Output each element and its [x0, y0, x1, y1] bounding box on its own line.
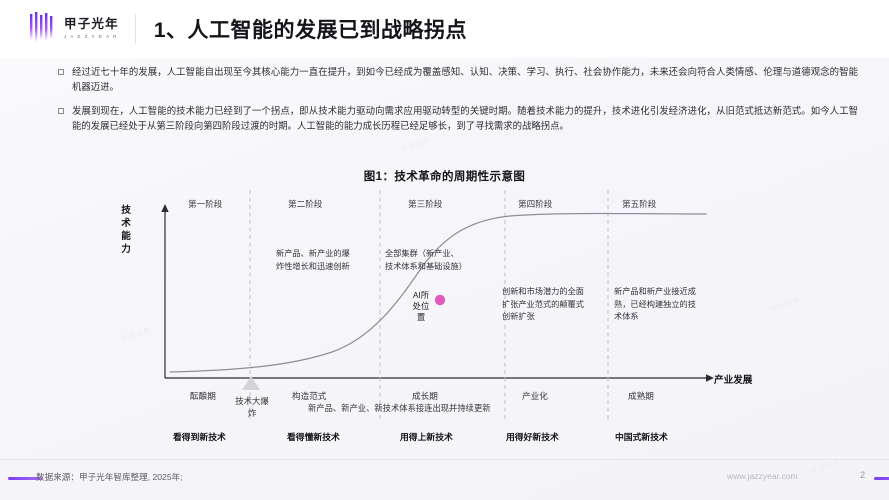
bullet-list: 经过近七十年的发展，人工智能自出现至今其核心能力一直在提升，到如今已经成为覆盖感… — [58, 64, 858, 142]
brand-logo: 甲子光年 J A Z Z Y E A R — [28, 12, 119, 46]
capability-label-2: 看得懂新技术 — [287, 432, 340, 442]
slide-header: 甲子光年 J A Z Z Y E A R 1、人工智能的发展已到战略拐点 — [0, 0, 889, 58]
phase-name-3: 成长期 — [412, 391, 438, 401]
x-axis-label: 产业发展 — [714, 375, 753, 386]
capability-label-3: 用得上新技术 — [400, 432, 453, 442]
capability-label-1: 看得到新技术 — [173, 432, 226, 442]
continuous-update-note: 新产品、新产业、新技术体系接连出现并持续更新 — [308, 403, 491, 413]
square-bullet-icon — [58, 108, 64, 114]
bullet-text: 经过近七十年的发展，人工智能自出现至今其核心能力一直在提升，到如今已经成为覆盖感… — [72, 66, 858, 92]
phase-name-2: 构造范式 — [292, 391, 327, 401]
footer-divider — [0, 459, 889, 460]
list-item: 经过近七十年的发展，人工智能自出现至今其核心能力一直在提升，到如今已经成为覆盖感… — [58, 64, 858, 94]
logo-strokes-icon — [30, 12, 53, 42]
s-curve-line — [169, 212, 707, 373]
logo-text: 甲子光年 J A Z Z Y E A R — [64, 17, 119, 41]
y-axis-label: 技术能力 — [121, 205, 131, 255]
stage-header-3: 第三阶段 — [408, 199, 443, 209]
capability-label-4: 用得好新技术 — [506, 432, 559, 442]
segment-note-4: 创新和市场潜力的全面扩张产业范式的颠覆式创新扩张 — [502, 287, 584, 321]
phase-name-4: 产业化 — [522, 391, 548, 401]
logo-name-en: J A Z Z Y E A R — [64, 34, 118, 39]
technology-cycle-chart: 技术能力 产业发展 第一阶段 第二阶段 第三阶段 第四阶段 第五阶段 新产品、新… — [110, 190, 770, 442]
page-number: 2 — [860, 470, 866, 480]
header-divider — [134, 14, 136, 44]
x-axis-arrow-icon — [706, 374, 714, 382]
logo-name-cn: 甲子光年 — [64, 17, 119, 31]
stage-header-1: 第一阶段 — [188, 199, 223, 209]
watermark: 甲子光年 — [809, 459, 843, 476]
big-bang-triangle-icon — [242, 376, 260, 390]
figure-title: 图1：技术革命的周期性示意图 — [363, 171, 526, 183]
segment-note-3: 全部集群（新产业、技术体系和基础设施） — [385, 249, 467, 271]
phase-name-5: 成熟期 — [628, 391, 654, 401]
page-title: 1、人工智能的发展已到战略拐点 — [153, 19, 467, 42]
ai-position-label: AI所处位置 — [412, 290, 430, 322]
data-source-text: 数据来源：甲子光年智库整理, 2025年; — [36, 472, 183, 482]
stage-header-2: 第二阶段 — [288, 199, 323, 209]
capability-label-5: 中国式新技术 — [615, 432, 668, 442]
list-item: 发展到现在，人工智能的技术能力已经到了一个拐点，即从技术能力驱动向需求应用驱动转… — [58, 103, 858, 133]
phase-name-1: 酝酿期 — [190, 391, 216, 401]
segment-note-5: 新产品和新产业接近成熟，已经构建独立的技术体系 — [614, 287, 696, 321]
footer-website-link[interactable]: www.jazzyear.com — [727, 471, 798, 481]
footer-corner-bar — [874, 477, 889, 480]
bullet-text: 发展到现在，人工智能的技术能力已经到了一个拐点，即从技术能力驱动向需求应用驱动转… — [72, 105, 858, 131]
big-bang-label: 技术大爆炸 — [235, 396, 269, 418]
ai-position-marker — [434, 294, 446, 306]
watermark: 甲子光年 — [769, 297, 803, 314]
stage-header-5: 第五阶段 — [622, 199, 657, 209]
footer-accent-bar — [8, 477, 42, 480]
stage-header-4: 第四阶段 — [518, 199, 553, 209]
y-axis-arrow-icon — [161, 204, 169, 212]
segment-note-2: 新产品、新产业的爆炸性增长和迅速创新 — [276, 249, 350, 271]
square-bullet-icon — [58, 69, 64, 75]
